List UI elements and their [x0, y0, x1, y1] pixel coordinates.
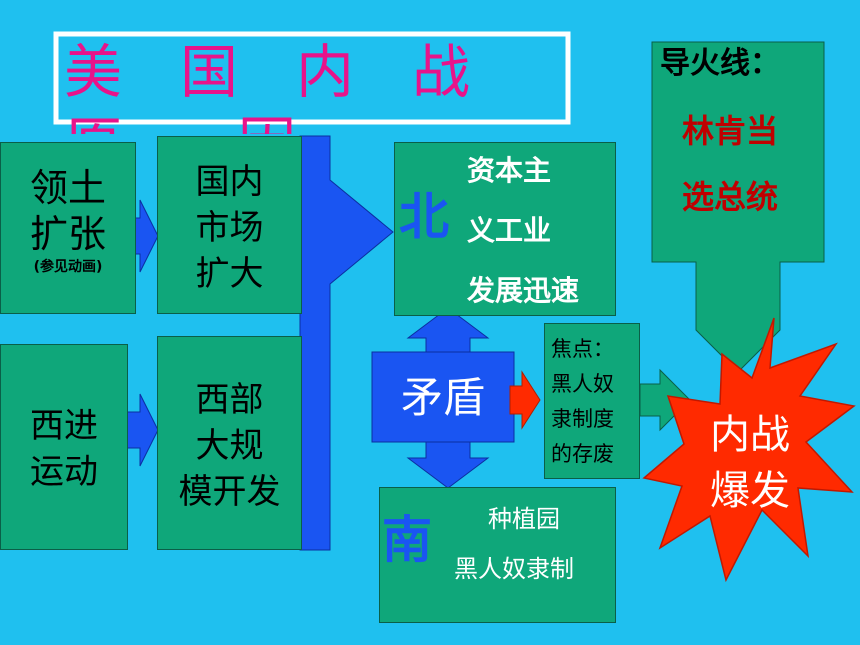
- westward-line1: 西进: [30, 406, 98, 446]
- north-line2: 义工业: [467, 214, 552, 247]
- west-dev-line2: 大规: [195, 426, 264, 466]
- focus-line3: 隶制度: [551, 407, 614, 431]
- outbreak-burst: [642, 317, 856, 583]
- fuse-line1: 林肯当: [682, 112, 779, 150]
- fuse-down-arrow: [651, 41, 825, 373]
- title-line1: 美 国 内 战: [64, 38, 471, 106]
- market-line1: 国内: [195, 162, 264, 202]
- territory-note[interactable]: (参见动画): [33, 259, 103, 275]
- north-line3: 发展迅速: [467, 274, 580, 307]
- market-line3: 扩大: [195, 254, 264, 294]
- merge-arrow-to-north: [299, 135, 394, 551]
- domestic-market-box: 国内 市场 扩大: [157, 136, 302, 314]
- market-line2: 市场: [195, 208, 264, 248]
- contradiction-block: [371, 351, 515, 443]
- territory-expansion-box: 领土 扩张 (参见动画): [0, 142, 136, 314]
- west-dev-line1: 西部: [195, 380, 264, 420]
- focus-box: 焦点： 黑人奴 隶制度 的存废: [544, 323, 640, 479]
- contradiction-to-focus-arrow: [509, 370, 541, 430]
- south-label: 南: [382, 511, 432, 569]
- north-box: 北 资本主 义工业 发展迅速: [394, 142, 616, 316]
- title-line2: 原 因: [64, 108, 296, 134]
- outbreak-line2: 爆发: [710, 468, 790, 514]
- westward-movement-box: 西进 运动: [0, 344, 128, 550]
- north-line1: 资本主: [467, 154, 552, 187]
- contradiction-label: 矛盾: [400, 373, 485, 422]
- south-line2: 黑人奴隶制: [454, 555, 574, 583]
- fuse-line2: 选总统: [682, 178, 779, 216]
- territory-line1: 领土: [29, 166, 106, 210]
- title-frame: [53, 31, 571, 125]
- territory-line2: 扩张: [29, 212, 106, 256]
- focus-line4: 的存废: [551, 442, 614, 466]
- south-box: 南 种植园 黑人奴隶制: [379, 487, 616, 623]
- south-line1: 种植园: [488, 505, 560, 533]
- outbreak-line1: 内战: [710, 412, 790, 458]
- west-dev-line3: 模开发: [178, 472, 281, 512]
- focus-line1: 焦点：: [551, 337, 614, 361]
- westward-line2: 运动: [30, 452, 98, 492]
- north-label: 北: [399, 188, 449, 246]
- western-development-box: 西部 大规 模开发: [157, 336, 302, 550]
- focus-line2: 黑人奴: [551, 372, 614, 396]
- fuse-label: 导火线：: [660, 46, 780, 81]
